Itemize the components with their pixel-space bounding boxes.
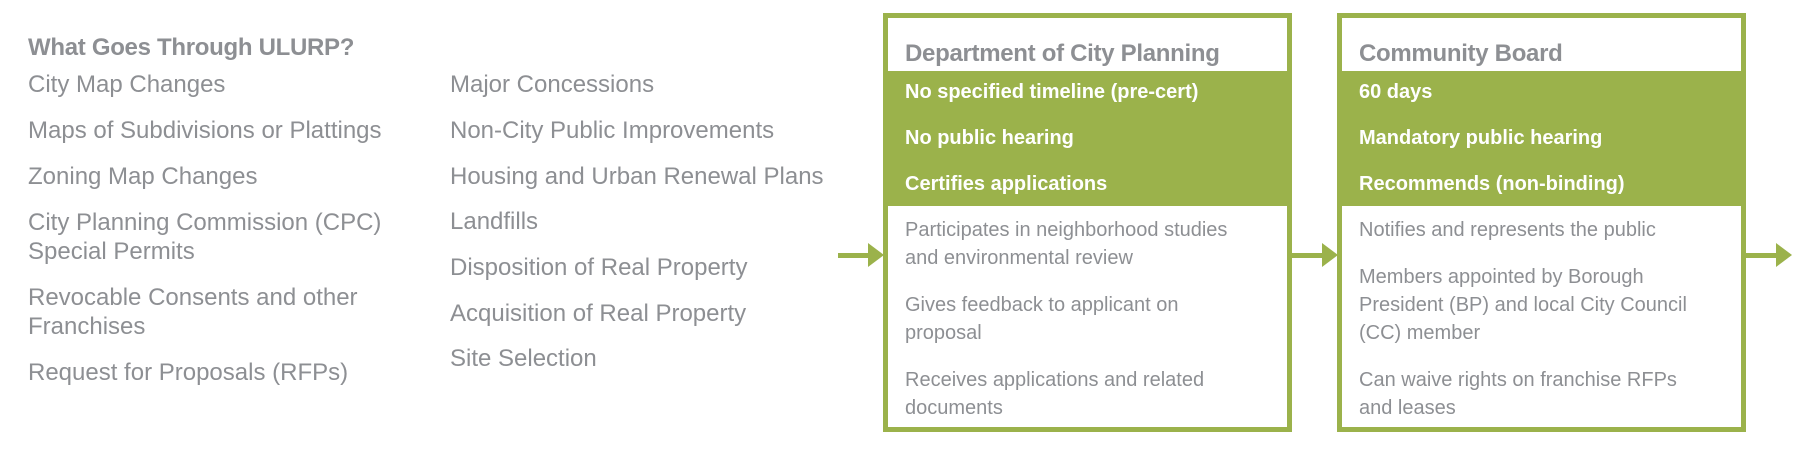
list-item: City Map Changes — [28, 71, 226, 98]
stage-summary-band: 60 days Mandatory public hearing Recomme… — [1342, 71, 1741, 206]
arrow-right-icon — [838, 243, 884, 267]
ulurp-actions-list-right: Major Concessions Non-City Public Improv… — [450, 0, 850, 450]
stage-description: Members appointed by Borough — [1359, 266, 1644, 288]
stage-title: Community Board — [1359, 40, 1563, 67]
stage-role: Recommends (non-binding) — [1359, 173, 1625, 195]
list-item: Revocable Consents and other — [28, 284, 358, 311]
stage-hearing: No public hearing — [905, 127, 1074, 149]
stage-description: (CC) member — [1359, 322, 1481, 344]
stage-box-department-of-city-planning: Department of City Planning No specified… — [883, 13, 1292, 432]
ulurp-actions-list-left: City Map Changes Maps of Subdivisions or… — [28, 0, 428, 450]
list-item: Major Concessions — [450, 71, 655, 98]
stage-title: Department of City Planning — [905, 40, 1220, 67]
stage-description: President (BP) and local City Council — [1359, 294, 1687, 316]
arrow-right-icon — [1292, 243, 1338, 267]
stage-hearing: Mandatory public hearing — [1359, 127, 1603, 149]
list-item: Acquisition of Real Property — [450, 300, 747, 327]
stage-description: proposal — [905, 322, 982, 344]
list-item: Special Permits — [28, 238, 195, 265]
stage-timeline: No specified timeline (pre-cert) — [905, 81, 1199, 103]
list-item: Zoning Map Changes — [28, 163, 258, 190]
stage-box-community-board: Community Board 60 days Mandatory public… — [1337, 13, 1746, 432]
stage-description: Can waive rights on franchise RFPs — [1359, 369, 1677, 391]
stage-description: documents — [905, 397, 1003, 419]
list-item: Request for Proposals (RFPs) — [28, 359, 349, 386]
stage-description: and leases — [1359, 397, 1456, 419]
diagram-heading: What Goes Through ULURP? — [28, 34, 355, 61]
list-item: Housing and Urban Renewal Plans — [450, 163, 824, 190]
stage-description: Participates in neighborhood studies — [905, 219, 1228, 241]
list-item: Site Selection — [450, 345, 597, 372]
list-item: Maps of Subdivisions or Plattings — [28, 117, 382, 144]
arrow-right-icon — [1746, 243, 1792, 267]
stage-timeline: 60 days — [1359, 81, 1433, 103]
list-item: Franchises — [28, 313, 146, 340]
stage-role: Certifies applications — [905, 173, 1108, 195]
list-item: Disposition of Real Property — [450, 254, 748, 281]
stage-description: Receives applications and related — [905, 369, 1205, 391]
list-item: Landfills — [450, 208, 539, 235]
stage-summary-band: No specified timeline (pre-cert) No publ… — [888, 71, 1287, 206]
stage-description: Gives feedback to applicant on — [905, 294, 1179, 316]
stage-description: and environmental review — [905, 247, 1133, 269]
stage-description: Notifies and represents the public — [1359, 219, 1656, 241]
list-item: Non-City Public Improvements — [450, 117, 775, 144]
list-item: City Planning Commission (CPC) — [28, 209, 382, 236]
